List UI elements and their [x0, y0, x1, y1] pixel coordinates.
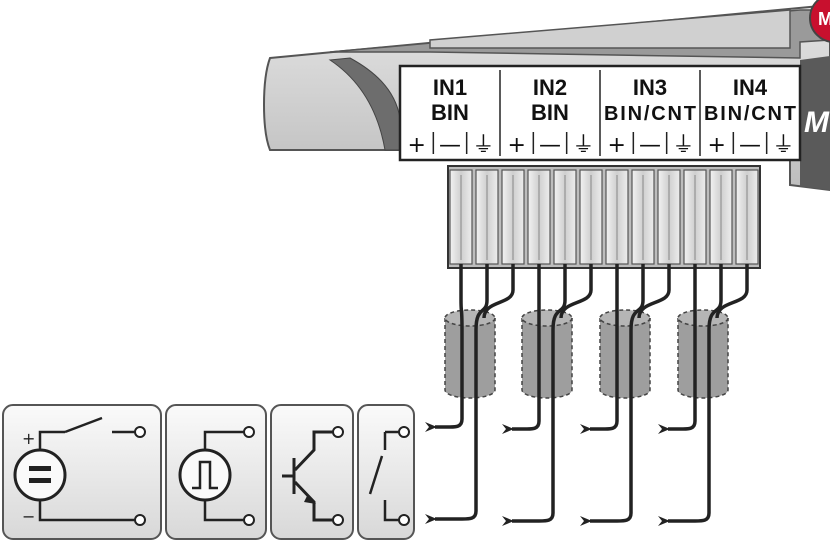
- brand-badge-letter: M: [818, 9, 830, 29]
- terminal-polarity-label: ⏚: [472, 133, 494, 158]
- ground-drain-wire: [482, 264, 515, 319]
- terminal-polarity-label: +: [607, 133, 625, 158]
- contact-switch-icon: [368, 430, 400, 522]
- terminal-polarity-label: —: [539, 133, 561, 158]
- npn-transistor-icon: [282, 430, 334, 522]
- terminal-polarity-label: —: [639, 133, 661, 158]
- cable-shield: [444, 318, 496, 399]
- dc-source-icon: [13, 448, 67, 502]
- ground-drain-wire: [637, 264, 671, 319]
- source-panels: + −: [2, 404, 415, 540]
- signal-negative-wire: [658, 264, 723, 526]
- cable-shield-top: [677, 309, 729, 327]
- signal-positive-wire: [658, 264, 697, 434]
- cable-shield-top: [599, 309, 651, 327]
- channel-name-1: IN1: [433, 75, 467, 100]
- pulse-generator-icon: [178, 448, 232, 502]
- cable-shield: [677, 318, 729, 399]
- terminal-polarity-label: —: [439, 133, 461, 158]
- terminal-polarity-label: ⏚: [572, 133, 594, 158]
- panel-pulse-generator: [165, 404, 267, 540]
- channel-name-2: IN2: [533, 75, 567, 100]
- wiring: [425, 264, 749, 526]
- switch-icon: [64, 416, 103, 434]
- cable-shield-top: [521, 309, 573, 327]
- signal-negative-wire: [502, 264, 567, 526]
- terminal-block: [447, 165, 761, 269]
- brand-badge: [809, 0, 830, 43]
- ground-drain-wire: [715, 264, 749, 319]
- panel-voltage-source: + −: [2, 404, 162, 540]
- source-minus-label: −: [22, 507, 35, 526]
- housing-window: [429, 9, 791, 49]
- signal-positive-wire: [425, 264, 464, 432]
- channel-name-3: IN3: [633, 75, 667, 100]
- terminal-polarity-label: —: [739, 133, 761, 158]
- terminal-polarity-label: ⏚: [672, 133, 694, 158]
- terminal-polarity-label: +: [707, 133, 725, 158]
- signal-positive-wire: [580, 264, 619, 434]
- source-plus-label: +: [22, 429, 35, 448]
- terminal-polarity-label: +: [507, 133, 525, 158]
- signal-positive-wire: [502, 264, 541, 434]
- channel-type-2: BIN: [531, 100, 569, 125]
- terminal-label-plate: IN1BIN+—⏚IN2BIN+—⏚IN3BIN/CNT+—⏚IN4BIN/CN…: [398, 64, 802, 162]
- panel-contact: [357, 404, 415, 540]
- terminal-polarity-label: ⏚: [772, 133, 794, 158]
- cable-shield-top: [444, 309, 496, 327]
- signal-negative-wire: [580, 264, 645, 526]
- housing-bezel: [328, 57, 401, 151]
- channel-type-1: BIN: [431, 100, 469, 125]
- brand-logo-fragment: M: [804, 106, 830, 139]
- panel-transistor: [270, 404, 354, 540]
- cable-shield: [599, 318, 651, 399]
- terminal-polarity-label: +: [407, 133, 425, 158]
- channel-name-4: IN4: [733, 75, 768, 100]
- cable-shield: [521, 318, 573, 399]
- ground-drain-wire: [559, 264, 593, 319]
- signal-negative-wire: [425, 264, 489, 524]
- housing-right-section: [800, 56, 830, 190]
